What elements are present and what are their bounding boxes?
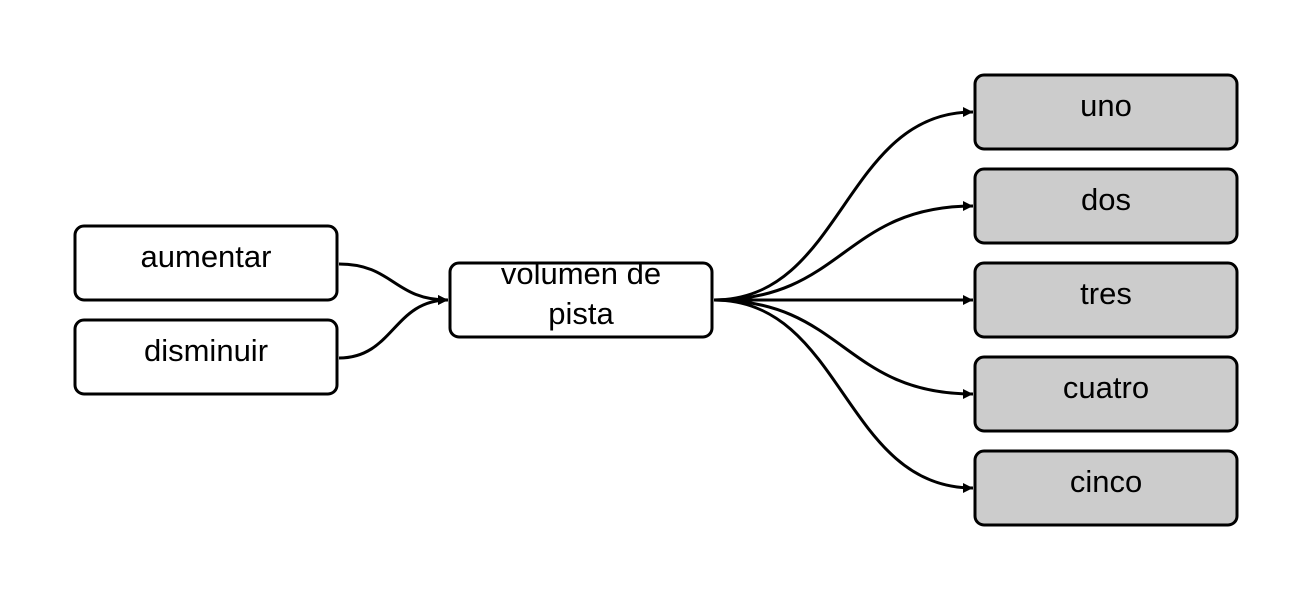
node-cuatro: cuatro <box>973 355 1239 433</box>
node-box-disminuir <box>73 318 339 396</box>
edge-volumen-de-pista-to-cuatro <box>713 298 974 399</box>
node-label-uno: uno <box>1080 88 1132 123</box>
node-box-volumen-de-pista <box>448 261 714 339</box>
edge-volumen-de-pista-to-uno <box>713 107 974 302</box>
nodes-layer: aumentar disminuir volumen de pista uno dos tr… <box>73 73 1239 527</box>
node-box-uno <box>973 73 1239 151</box>
node-label-tres: tres <box>1080 276 1132 311</box>
edge-volumen-de-pista-to-dos <box>713 201 974 302</box>
node-box-dos <box>973 167 1239 245</box>
node-label-cinco: cinco <box>1070 464 1142 499</box>
node-label-volumen-de-pista: volumen de <box>501 256 661 291</box>
node-label-aumentar: aumentar <box>141 239 272 274</box>
node-cinco: cinco <box>973 449 1239 527</box>
node-box-cinco <box>973 449 1239 527</box>
node-label-volumen-de-pista: pista <box>548 296 614 331</box>
node-disminuir: disminuir <box>73 318 339 396</box>
edges-layer <box>338 107 974 493</box>
node-box-aumentar <box>73 224 339 302</box>
node-label-cuatro: cuatro <box>1063 370 1149 405</box>
node-label-dos: dos <box>1081 182 1131 217</box>
node-volumen-de-pista: volumen de pista <box>448 256 714 339</box>
node-box-tres <box>973 261 1239 339</box>
node-dos: dos <box>973 167 1239 245</box>
node-aumentar: aumentar <box>73 224 339 302</box>
edge-aumentar-to-volumen-de-pista <box>338 262 449 305</box>
edge-disminuir-to-volumen-de-pista <box>338 295 449 360</box>
node-box-cuatro <box>973 355 1239 433</box>
node-label-disminuir: disminuir <box>144 333 268 368</box>
edge-volumen-de-pista-to-cinco <box>713 298 974 493</box>
node-uno: uno <box>973 73 1239 151</box>
node-tres: tres <box>973 261 1239 339</box>
